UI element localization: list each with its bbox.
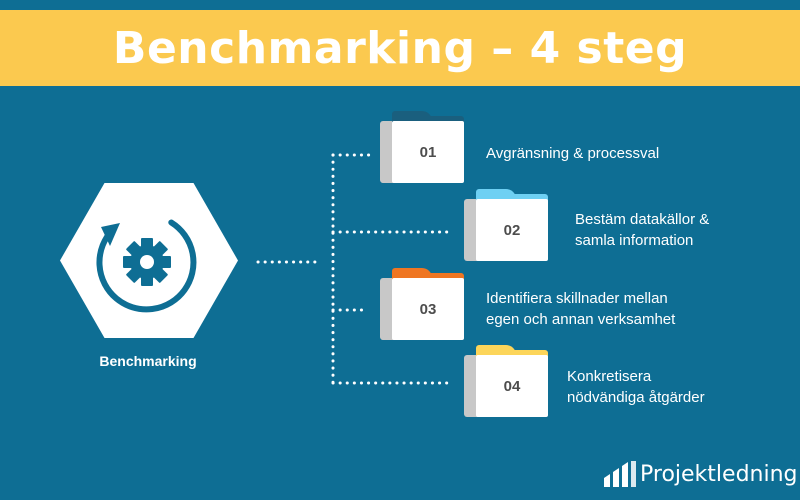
- step-folder-04: 04: [464, 345, 548, 417]
- title-band: Benchmarking – 4 steg: [0, 10, 800, 86]
- step-label-02-line-2: samla information: [575, 232, 694, 249]
- step-label-01-line-1: Avgränsning & processval: [486, 145, 660, 162]
- hub-label: Benchmarking: [99, 353, 197, 369]
- step-label-04-line-2: nödvändiga åtgärder: [567, 389, 705, 406]
- step-folder-03: 03: [380, 268, 464, 340]
- bar-chart-logo-icon: [604, 461, 636, 487]
- step-number-02: 02: [476, 199, 548, 261]
- step-label-04: Konkretisera nödvändiga åtgärder: [567, 366, 705, 408]
- step-number-03: 03: [392, 278, 464, 340]
- step-label-03: Identifiera skillnader mellan egen och a…: [486, 288, 675, 330]
- step-folder-01: 01: [380, 111, 464, 183]
- step-number-01: 01: [392, 121, 464, 183]
- step-number-04: 04: [476, 355, 548, 417]
- step-label-02: Bestäm datakällor & samla information: [575, 209, 709, 251]
- brand-logo: Projektledning: [604, 457, 798, 491]
- step-folder-02: 02: [464, 189, 548, 261]
- brand-name: Projektledning: [640, 461, 798, 487]
- step-label-03-line-2: egen och annan verksamhet: [486, 311, 676, 328]
- step-label-01: Avgränsning & processval: [486, 143, 659, 164]
- gear-cycle-icon: [96, 219, 197, 313]
- page-title: Benchmarking – 4 steg: [112, 22, 688, 74]
- step-label-04-line-1: Konkretisera: [567, 368, 652, 385]
- step-label-02-line-1: Bestäm datakällor &: [575, 211, 710, 228]
- top-strip: [0, 0, 800, 10]
- step-label-03-line-1: Identifiera skillnader mellan: [486, 290, 668, 307]
